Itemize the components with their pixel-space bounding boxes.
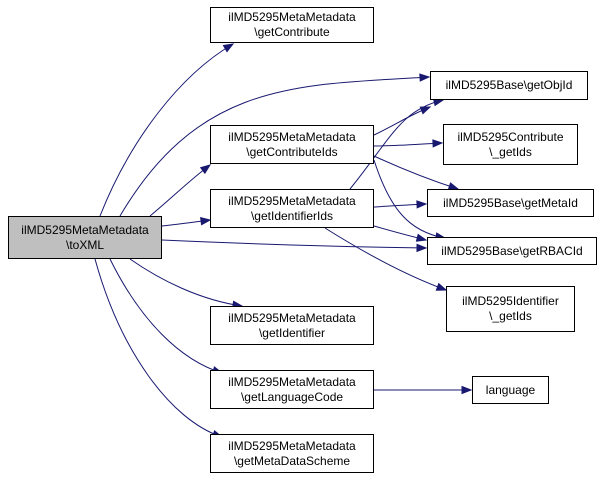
node-get-contribute-ids[interactable]: ilMD5295MetaMetadata \getContributeIds	[210, 125, 374, 164]
edge-toxml-getidentifier	[129, 258, 243, 307]
node-get-meta-data-scheme-line1: ilMD5295MetaMetadata	[228, 438, 356, 453]
node-get-identifier-ids-line2: \getIdentifierIds	[250, 208, 334, 223]
edge-contributeids-contribute-getids-arrowhead	[432, 139, 444, 148]
node-get-meta-id-line1: ilMD5295Base\getMetaId	[443, 195, 578, 210]
edge-toxml-getlanguagecode	[109, 258, 223, 374]
node-get-identifier-line1: ilMD5295MetaMetadata	[228, 310, 356, 325]
node-get-contribute-ids-line2: \getContributeIds	[246, 144, 338, 159]
node-language[interactable]: language	[472, 376, 549, 404]
node-identifier-get-ids[interactable]: ilMD5295Identifier \_getIds	[446, 286, 575, 332]
node-get-language-code[interactable]: ilMD5295MetaMetadata \getLanguageCode	[210, 370, 374, 409]
edge-toxml-getmetadatascheme	[94, 258, 223, 438]
edge-identifierids-getmetaid	[373, 203, 427, 208]
node-get-contribute-line2: \getContribute	[254, 25, 330, 39]
node-toxml-line2: \toXML	[65, 237, 104, 252]
edge-toxml-getrbacid-arrowhead	[416, 243, 428, 253]
node-get-contribute[interactable]: ilMD5295MetaMetadata \getContribute	[210, 7, 374, 43]
edge-toxml-getidentifierids-arrowhead	[200, 217, 212, 226]
edge-identifierids-getmetaid-arrowhead	[416, 200, 428, 209]
edge-toxml-getcontribute-arrowhead	[222, 43, 235, 53]
node-toxml-line1: ilMD5295MetaMetadata	[21, 222, 149, 237]
node-get-rbac-id-line1: ilMD5295Base\getRBACId	[441, 243, 583, 258]
node-contribute-get-ids-line2: \_getIds	[489, 144, 532, 159]
edge-toxml-getcontributeids	[149, 164, 211, 217]
edge-toxml-getcontributeids-arrowhead	[199, 164, 212, 175]
edge-contributeids-getobjid	[373, 106, 431, 136]
node-get-identifier-ids[interactable]: ilMD5295MetaMetadata \getIdentifierIds	[210, 189, 374, 228]
node-get-contribute-line1: ilMD5295MetaMetadata	[228, 10, 356, 24]
node-identifier-get-ids-line1: ilMD5295Identifier	[462, 294, 559, 308]
node-get-identifier-line2: \getIdentifier	[258, 325, 326, 340]
node-contribute-get-ids[interactable]: ilMD5295Contribute \_getIds	[443, 124, 578, 165]
node-get-language-code-line1: ilMD5295MetaMetadata	[228, 374, 356, 389]
node-language-line1: language	[485, 382, 536, 397]
node-contribute-get-ids-line1: ilMD5295Contribute	[457, 129, 564, 144]
node-get-identifier[interactable]: ilMD5295MetaMetadata \getIdentifier	[210, 306, 374, 345]
edge-identifierids-identifier-getids-arrowhead	[435, 282, 448, 291]
node-get-obj-id[interactable]: ilMD5295Base\getObjId	[430, 71, 588, 100]
node-get-meta-id[interactable]: ilMD5295Base\getMetaId	[427, 189, 594, 217]
edge-languagecode-language-arrowhead	[461, 385, 473, 395]
node-get-language-code-line2: \getLanguageCode	[240, 389, 344, 404]
edge-contributeids-contribute-getids	[373, 142, 443, 147]
edge-toxml-getidentifierids	[161, 219, 211, 227]
node-get-meta-data-scheme-line2: \getMetaDataScheme	[233, 453, 351, 468]
edge-contributeids-getobjid-arrowhead	[419, 106, 432, 115]
edge-toxml-getobjid-arrowhead	[419, 73, 431, 82]
edge-identifierids-getrbacid	[373, 225, 427, 241]
node-toxml: ilMD5295MetaMetadata \toXML	[8, 216, 162, 259]
node-get-identifier-ids-line1: ilMD5295MetaMetadata	[228, 193, 356, 208]
node-get-meta-data-scheme[interactable]: ilMD5295MetaMetadata \getMetaDataScheme	[210, 434, 374, 473]
edge-identifierids-getrbacid-arrowhead	[415, 233, 428, 242]
node-get-obj-id-line1: ilMD5295Base\getObjId	[445, 78, 573, 92]
node-get-contribute-ids-line1: ilMD5295MetaMetadata	[228, 129, 356, 144]
edge-toxml-getrbacid	[161, 239, 427, 249]
node-get-rbac-id[interactable]: ilMD5295Base\getRBACId	[427, 237, 597, 265]
node-identifier-get-ids-line2: \_getIds	[489, 309, 532, 323]
